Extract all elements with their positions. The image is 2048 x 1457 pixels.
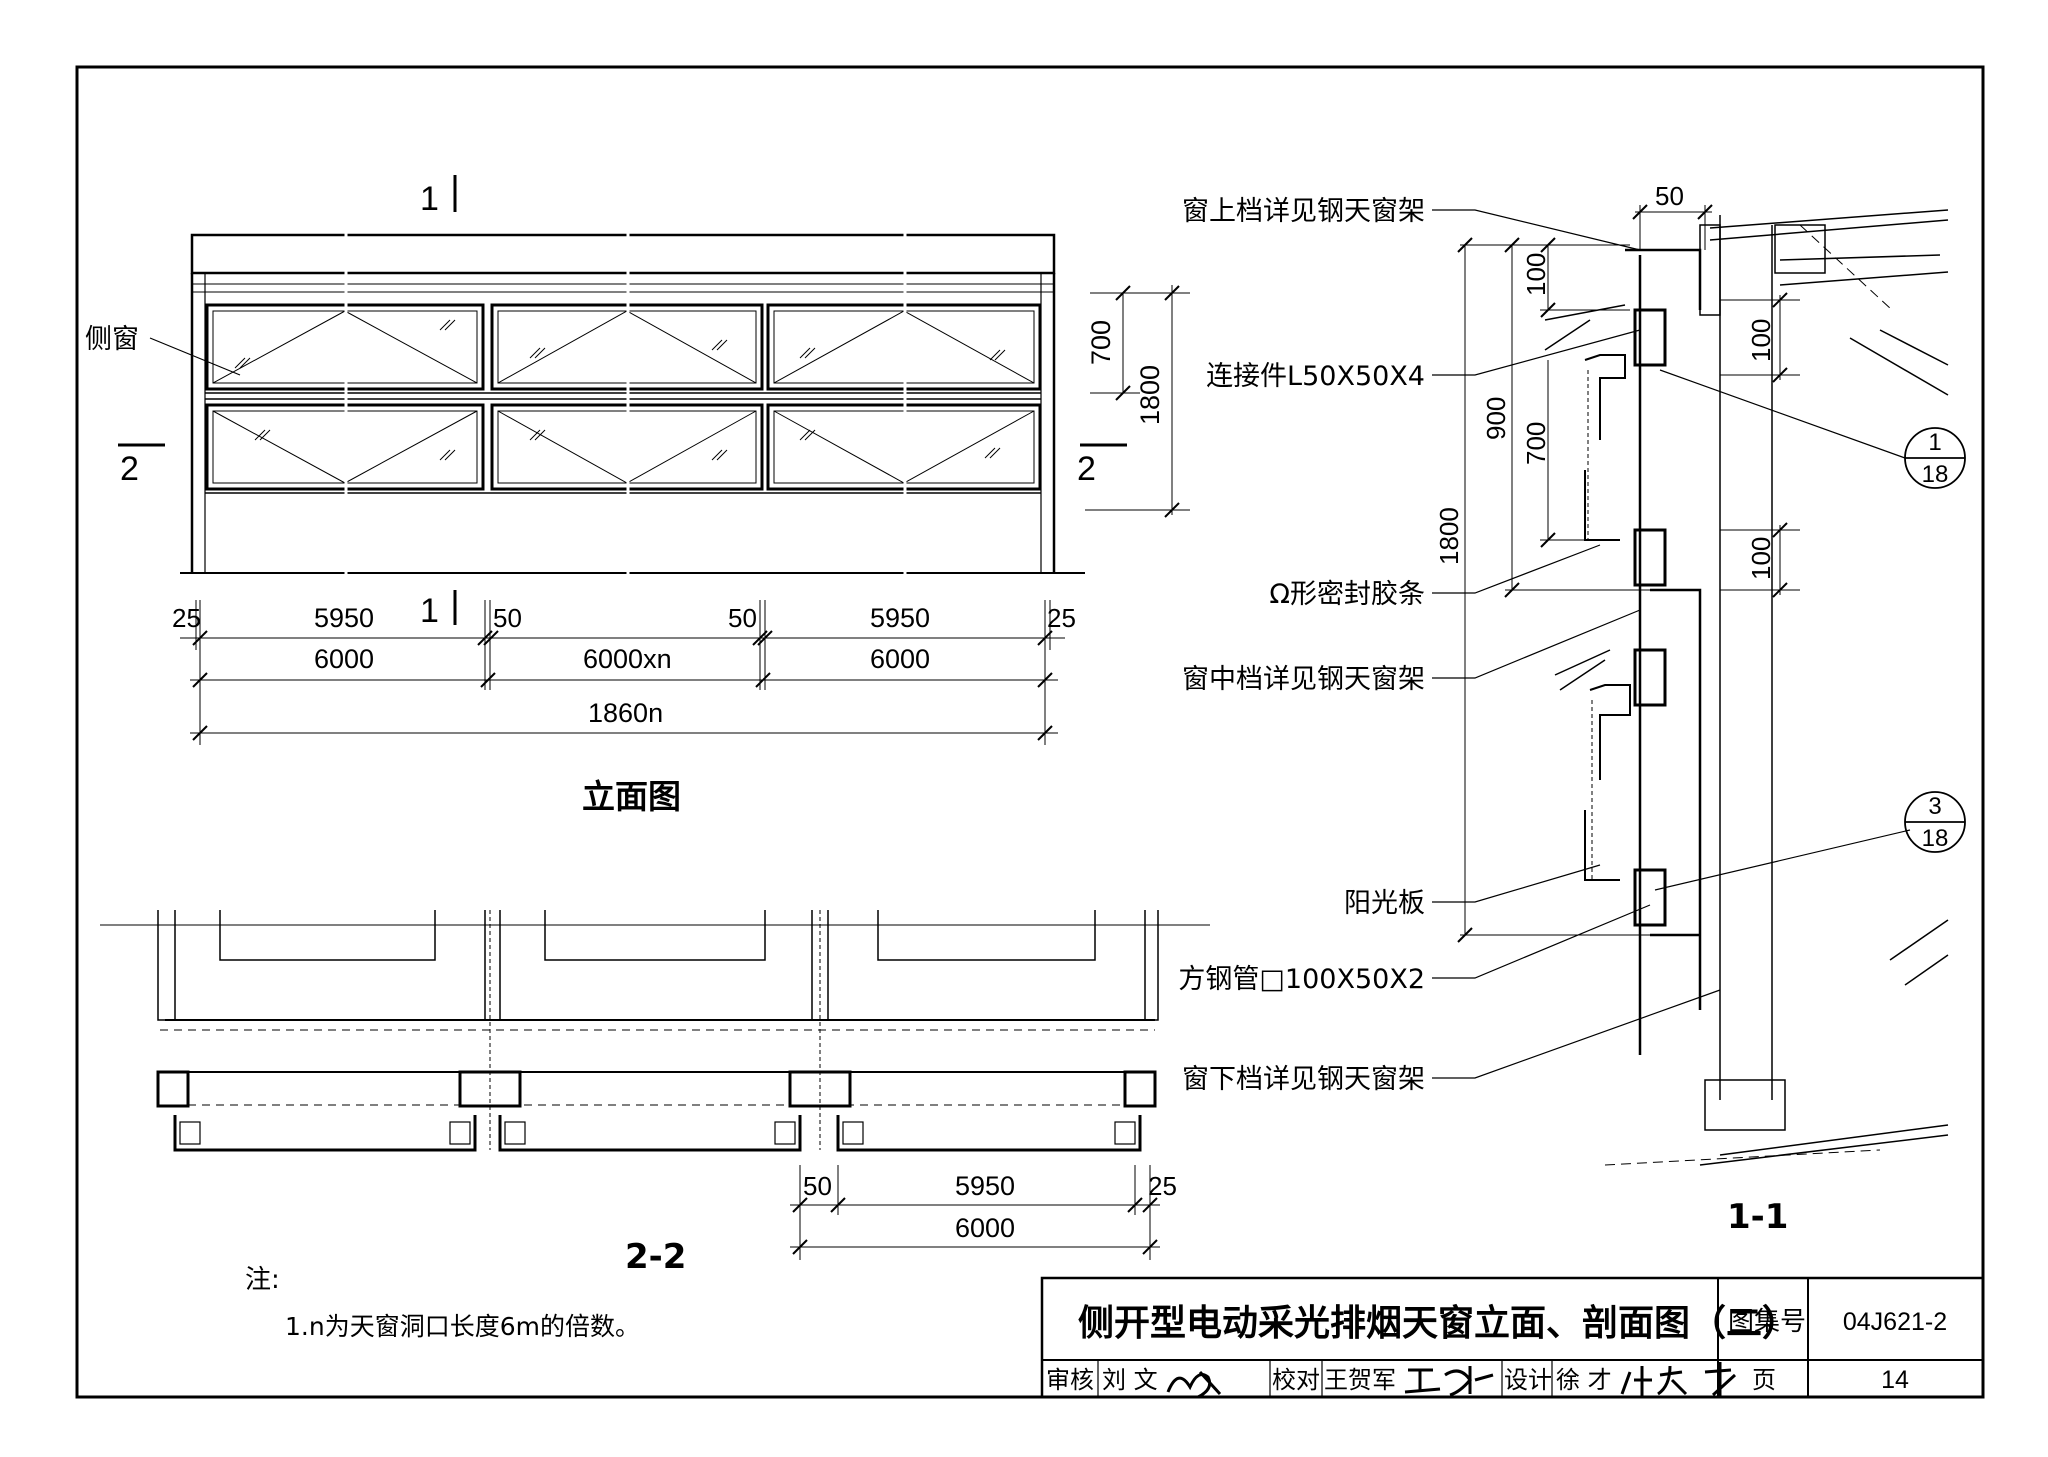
title-block-frame [1040, 1276, 1985, 1399]
review-label: 审核 [1046, 1366, 1094, 1394]
dim-total: 1860n [588, 698, 663, 728]
dim-6000xn: 6000xn [583, 644, 672, 674]
atlas-number-value: 04J621-2 [1843, 1308, 1947, 1336]
check-name: 王贺军 [1324, 1366, 1396, 1394]
dim-50-left: 50 [493, 603, 522, 633]
dim-1800-elev: 1800 [1135, 365, 1165, 425]
dim-5950-s22: 5950 [955, 1171, 1015, 1201]
dim-100-right-bottom: 100 [1746, 537, 1776, 580]
notes-heading: 注: [245, 1265, 280, 1295]
dim-25-s22: 25 [1148, 1171, 1177, 1201]
dim-50-s11: 50 [1655, 181, 1684, 211]
label-top-rail: 窗上档详见钢天窗架 [1182, 196, 1425, 227]
signature-review [1166, 1370, 1222, 1399]
dim-700-s11: 700 [1521, 422, 1551, 465]
sheet-border [75, 65, 1985, 1399]
section-1-1 [1432, 204, 1966, 1166]
dim-900-s11: 900 [1481, 397, 1511, 440]
atlas-number-label: 图集号 [1728, 1307, 1806, 1337]
dim-6000-left: 6000 [314, 644, 374, 674]
section-1-1-caption: 1-1 [1727, 1197, 1788, 1237]
dim-1800-s11: 1800 [1434, 507, 1464, 565]
dim-100-right-top: 100 [1746, 319, 1776, 362]
section-mark-1-top: 1 [420, 180, 439, 218]
section-2-2-caption: 2-2 [625, 1237, 686, 1277]
drawing-title: 侧开型电动采光排烟天窗立面、剖面图（二） [1078, 1303, 1798, 1344]
side-window-label: 侧窗 [85, 324, 139, 355]
label-seal-strip: Ω形密封胶条 [1269, 579, 1425, 610]
callout-1-sheet: 18 [1922, 461, 1949, 488]
review-name: 刘 文 [1102, 1366, 1158, 1394]
label-square-tube: 方钢管□100X50X2 [1178, 964, 1425, 995]
notes-line-1: 1.n为天窗洞口长度6m的倍数。 [285, 1312, 640, 1341]
dim-100-s11: 100 [1521, 253, 1551, 296]
callout-3-number: 3 [1928, 793, 1941, 820]
signature-design [1620, 1362, 1737, 1397]
page-label: 页 [1752, 1366, 1776, 1394]
design-label: 设计 [1504, 1366, 1552, 1394]
section-mark-1-bottom: 1 [420, 592, 439, 630]
page-number: 14 [1881, 1366, 1909, 1394]
dim-700-elev: 700 [1086, 320, 1116, 365]
dim-50-right: 50 [728, 603, 757, 633]
dim-5950-right: 5950 [870, 603, 930, 633]
dim-6000-right: 6000 [870, 644, 930, 674]
dim-25-left: 25 [172, 603, 201, 633]
dim-25-right: 25 [1047, 603, 1076, 633]
dim-50-s22: 50 [803, 1171, 832, 1201]
label-bottom-rail: 窗下档详见钢天窗架 [1182, 1064, 1425, 1095]
signature-check [1404, 1366, 1494, 1397]
label-connector: 连接件L50X50X4 [1206, 361, 1425, 392]
section-2-2 [100, 910, 1210, 1260]
section-mark-2-right: 2 [1077, 450, 1096, 488]
elevation-caption: 立面图 [582, 777, 681, 816]
elevation-view [118, 175, 1190, 745]
dim-6000-s22: 6000 [955, 1213, 1015, 1243]
callout-1-number: 1 [1928, 429, 1941, 456]
label-polycarbonate: 阳光板 [1344, 888, 1425, 919]
design-name: 徐 才 [1556, 1366, 1612, 1394]
section-mark-2-left: 2 [120, 450, 139, 488]
label-mid-rail: 窗中档详见钢天窗架 [1182, 664, 1425, 695]
callout-3-sheet: 18 [1922, 825, 1949, 852]
check-label: 校对 [1272, 1366, 1320, 1394]
dim-5950-left: 5950 [314, 603, 374, 633]
